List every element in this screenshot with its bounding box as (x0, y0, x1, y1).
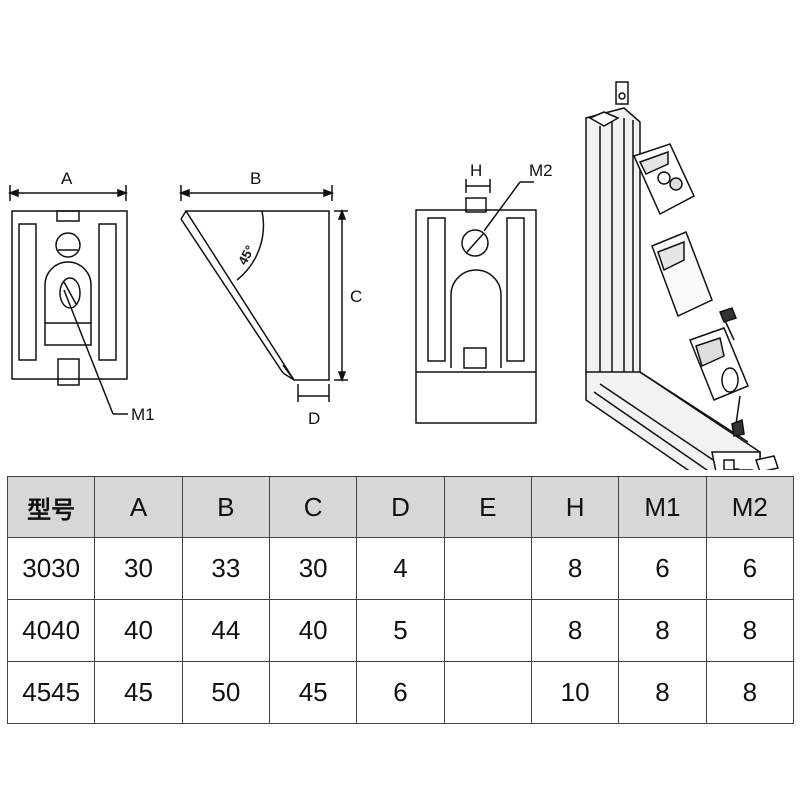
column-header: M2 (705, 476, 795, 538)
label-angle: 45° (235, 243, 257, 267)
table-cell: 6 (356, 661, 445, 724)
assembly-illustration (585, 81, 779, 470)
table-cell: 33 (181, 537, 270, 600)
label-d: D (308, 409, 320, 428)
front-view-a (7, 185, 129, 415)
table-cell: 8 (530, 599, 620, 662)
table-cell: 6 (618, 537, 707, 600)
front-view-h (415, 179, 537, 424)
table-cell (443, 599, 532, 662)
table-cell: 8 (618, 661, 707, 724)
table-cell: 40 (268, 599, 358, 662)
table-cell: 8 (705, 661, 795, 724)
column-header: B (181, 476, 270, 538)
label-c: C (350, 287, 362, 306)
column-header: M1 (618, 476, 707, 538)
table-cell: 10 (530, 661, 620, 724)
table-cell: 8 (705, 599, 795, 662)
label-b: B (250, 169, 261, 188)
table-cell: 8 (530, 537, 620, 600)
table-cell: 44 (181, 599, 270, 662)
table-cell: 45 (94, 661, 183, 724)
table-cell (443, 537, 532, 600)
column-header: D (356, 476, 445, 538)
table-cell: 4 (356, 537, 445, 600)
side-view (178, 185, 348, 402)
technical-drawing: A B C D H M2 M1 45° (7, 81, 779, 470)
label-h: H (470, 161, 482, 180)
label-a: A (61, 169, 73, 188)
table-cell: 6 (705, 537, 795, 600)
column-header: E (443, 476, 532, 538)
column-header: H (530, 476, 620, 538)
label-m2: M2 (529, 161, 553, 180)
table-cell: 5 (356, 599, 445, 662)
table-cell: 3030 (6, 537, 96, 600)
label-m1: M1 (131, 405, 155, 424)
table-cell (443, 661, 532, 724)
table-cell: 4545 (6, 661, 96, 724)
table-cell: 30 (94, 537, 183, 600)
table-cell: 4040 (6, 599, 96, 662)
table-cell: 40 (94, 599, 183, 662)
table-cell: 8 (618, 599, 707, 662)
table-cell: 45 (268, 661, 358, 724)
column-header: C (268, 476, 358, 538)
table-cell: 30 (268, 537, 358, 600)
column-header: A (94, 476, 183, 538)
column-header: 型号 (6, 476, 96, 538)
table-cell: 50 (181, 661, 270, 724)
